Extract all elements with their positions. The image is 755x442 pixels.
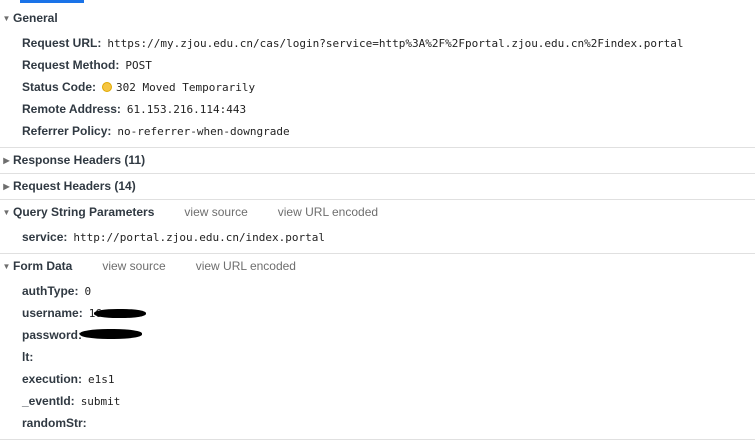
section-response-headers-title: Response Headers (11) — [13, 153, 146, 167]
password-label: password: — [22, 328, 83, 342]
divider — [0, 173, 755, 174]
status-code-label: Status Code: — [22, 80, 97, 94]
form-row-username: username: 16 — [22, 304, 102, 322]
query-view-url-encoded-toggle[interactable]: view URL encoded — [277, 205, 379, 219]
authtype-value: 0 — [84, 284, 92, 298]
triangle-right-icon: ▶ — [3, 155, 10, 165]
form-row-lt: lt: — [22, 348, 39, 366]
divider — [0, 253, 755, 254]
triangle-down-icon: ▼ — [2, 261, 11, 271]
section-query-string-title: Query String Parameters — [13, 205, 155, 219]
section-request-headers-title: Request Headers (14) — [13, 179, 136, 193]
request-url-value: https://my.zjou.edu.cn/cas/login?service… — [107, 36, 684, 50]
request-method-label: Request Method: — [22, 58, 120, 72]
service-label: service: — [22, 230, 68, 244]
section-general-header[interactable]: ▼ General — [0, 8, 58, 28]
form-row-authtype: authType: 0 — [22, 282, 91, 300]
active-tab-indicator — [20, 0, 84, 3]
service-value: http://portal.zjou.edu.cn/index.portal — [73, 230, 326, 244]
form-row-randomstr: randomStr: — [22, 414, 93, 432]
section-form-data-title: Form Data — [13, 259, 73, 273]
triangle-right-icon: ▶ — [3, 181, 10, 191]
divider — [0, 147, 755, 148]
referrer-policy-label: Referrer Policy: — [22, 124, 112, 138]
form-row-password: password: — [22, 326, 88, 344]
status-code-value: 302 Moved Temporarily — [116, 80, 256, 94]
general-row-request-method: Request Method: POST — [22, 56, 152, 74]
divider — [0, 199, 755, 200]
randomstr-label: randomStr: — [22, 416, 87, 430]
query-view-source-toggle[interactable]: view source — [184, 205, 248, 219]
execution-value: e1s1 — [88, 372, 115, 386]
remote-address-value: 61.153.216.114:443 — [126, 102, 247, 116]
general-row-status-code: Status Code: 302 Moved Temporarily — [22, 78, 255, 96]
request-url-label: Request URL: — [22, 36, 102, 50]
remote-address-label: Remote Address: — [22, 102, 121, 116]
status-indicator-icon — [102, 82, 113, 92]
general-row-referrer-policy: Referrer Policy: no-referrer-when-downgr… — [22, 122, 290, 140]
eventid-value: submit — [80, 394, 121, 408]
general-row-request-url: Request URL: https://my.zjou.edu.cn/cas/… — [22, 34, 684, 52]
referrer-policy-value: no-referrer-when-downgrade — [117, 124, 290, 138]
password-redaction — [80, 329, 142, 339]
divider — [0, 439, 755, 440]
section-request-headers-header[interactable]: ▶ Request Headers (14) — [0, 176, 136, 196]
form-row-eventid: _eventId: submit — [22, 392, 120, 410]
section-general-title: General — [13, 11, 58, 25]
form-view-url-encoded-toggle[interactable]: view URL encoded — [195, 259, 296, 273]
section-form-data-header[interactable]: ▼ Form Data view source view URL encoded — [0, 256, 296, 276]
triangle-down-icon: ▼ — [2, 13, 11, 23]
form-view-source-toggle[interactable]: view source — [102, 259, 166, 273]
section-query-string-header[interactable]: ▼ Query String Parameters view source vi… — [0, 202, 379, 222]
form-row-execution: execution: e1s1 — [22, 370, 115, 388]
lt-label: lt: — [22, 350, 34, 364]
section-response-headers-header[interactable]: ▶ Response Headers (11) — [0, 150, 145, 170]
username-label: username: — [22, 306, 83, 320]
request-method-value: POST — [125, 58, 152, 72]
query-row-service: service: http://portal.zjou.edu.cn/index… — [22, 228, 325, 246]
triangle-down-icon: ▼ — [2, 207, 11, 217]
username-redaction — [94, 309, 146, 318]
general-row-remote-address: Remote Address: 61.153.216.114:443 — [22, 100, 246, 118]
execution-label: execution: — [22, 372, 83, 386]
eventid-label: _eventId: — [22, 394, 75, 408]
authtype-label: authType: — [22, 284, 79, 298]
